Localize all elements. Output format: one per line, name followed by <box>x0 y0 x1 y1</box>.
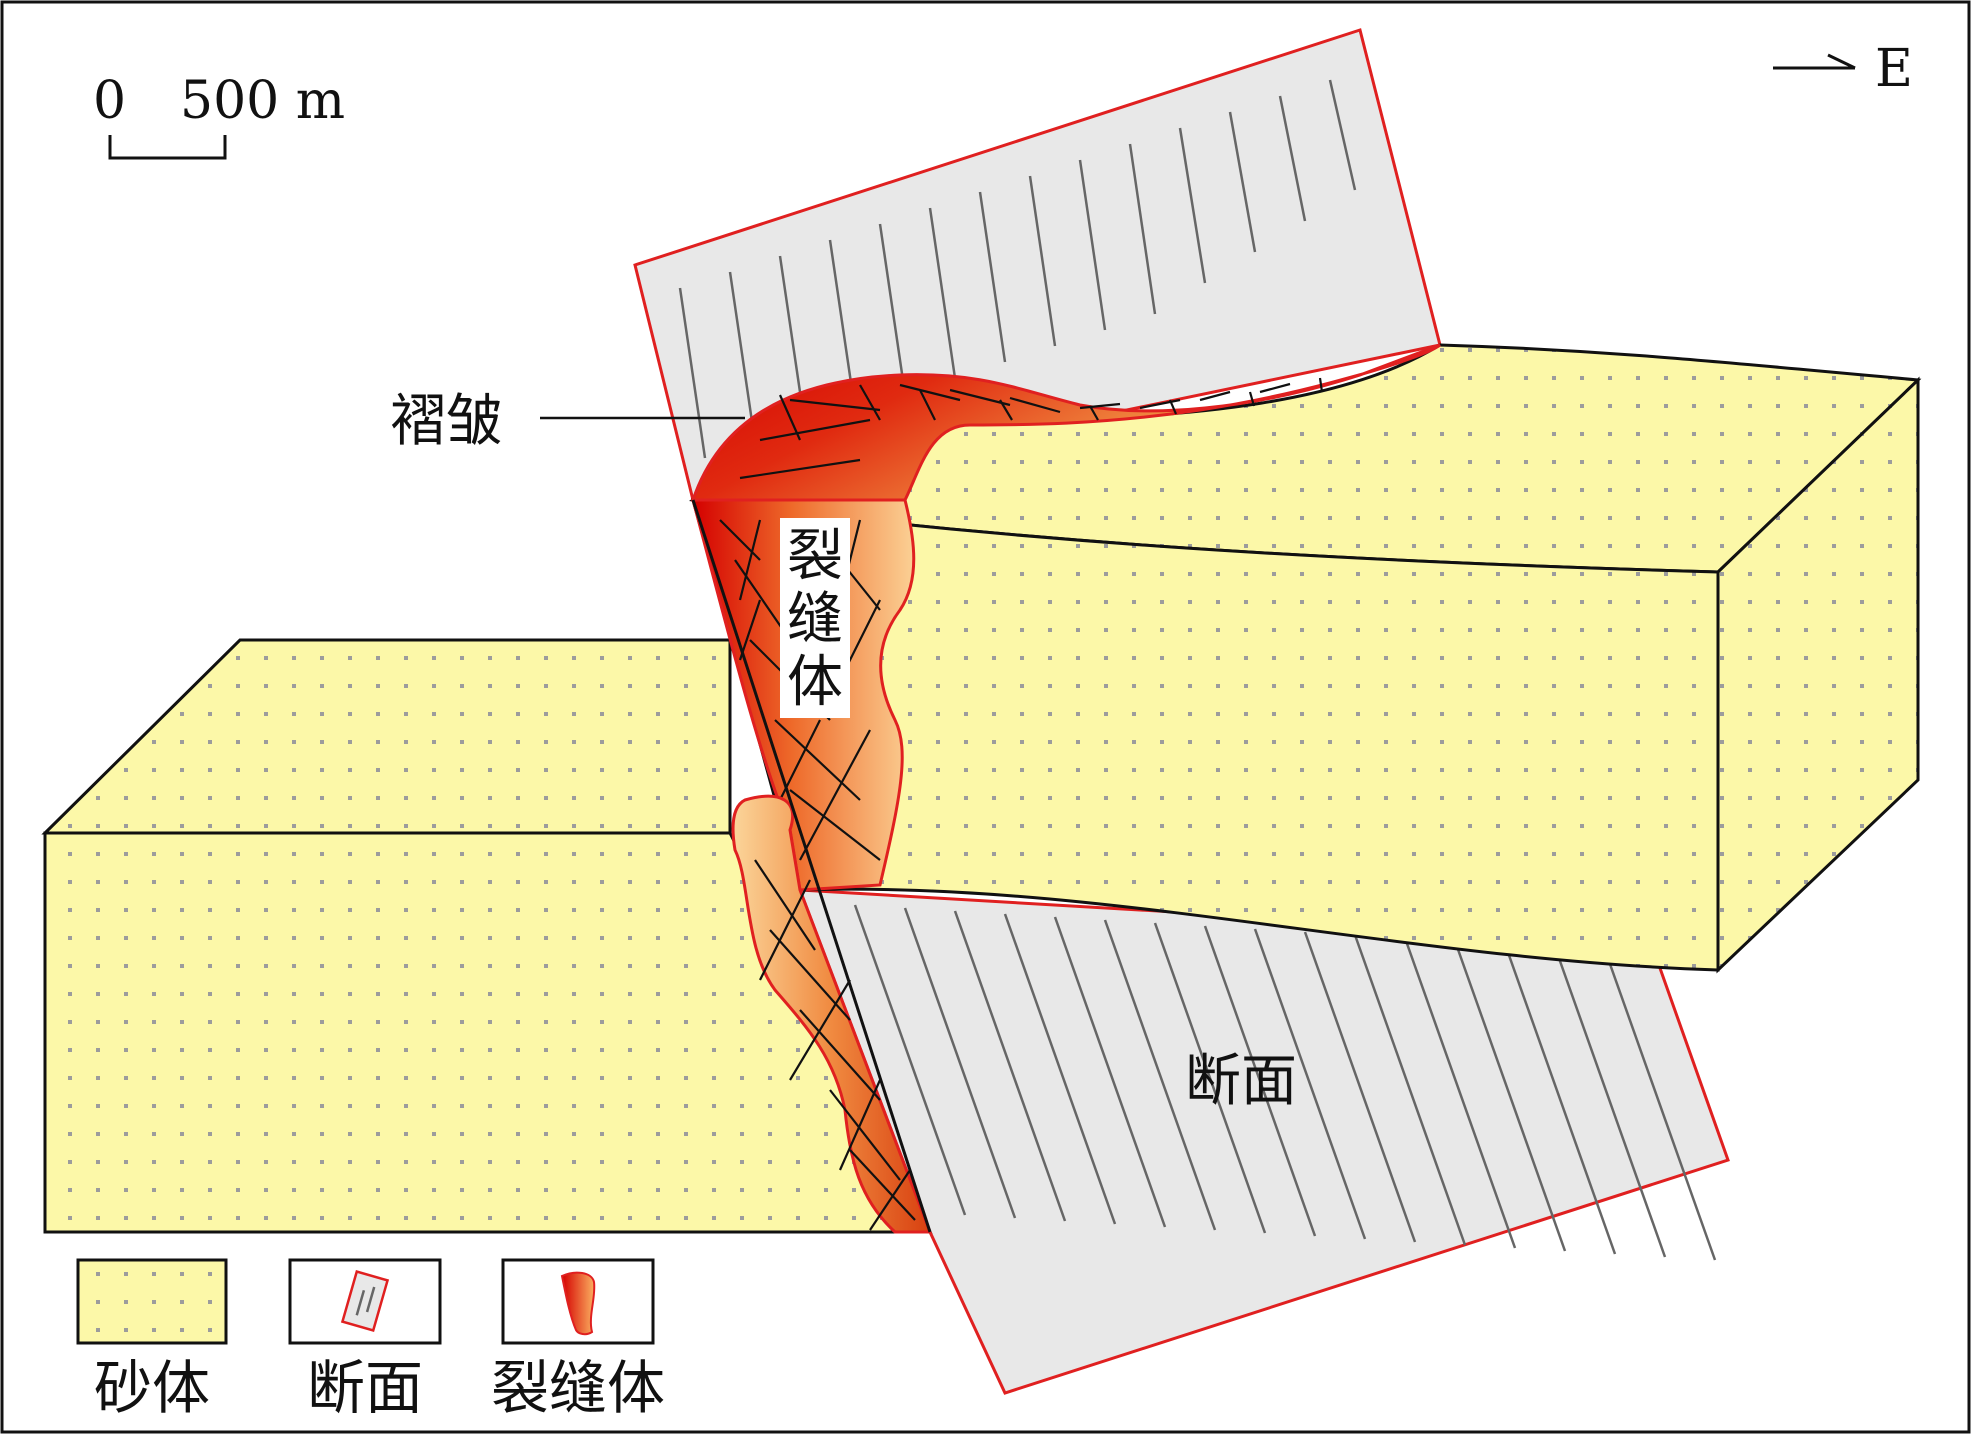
fold-annotation: 褶皱 <box>390 389 745 454</box>
fracture-stroke <box>759 418 871 442</box>
fault-hatch-line <box>978 191 1007 363</box>
legend-fracture-icon <box>560 1271 596 1336</box>
fault-hatch-line <box>1028 175 1057 347</box>
legend-item-fracture: 裂缝体 <box>491 1258 665 1422</box>
fracture-stroke <box>1318 377 1324 393</box>
fracture-stroke <box>859 384 881 421</box>
fracture-stroke <box>1009 396 1061 414</box>
fault-hatch-line <box>953 910 1067 1222</box>
fracture-stroke <box>999 399 1013 421</box>
fracture-stroke <box>739 458 861 480</box>
scale-distance: 500 m <box>180 71 345 131</box>
fracture-label-char-3: 体 <box>787 650 843 715</box>
fracture-stroke <box>1139 398 1181 410</box>
legend-swatch-sand <box>76 1258 228 1345</box>
right-sand-block <box>688 343 1922 974</box>
fault-hatch-line <box>1128 143 1157 315</box>
fault-hatch-line <box>1503 943 1617 1255</box>
fault-hatch-line <box>1278 95 1307 222</box>
fault-hatch-line <box>1403 937 1517 1249</box>
fracture-stroke <box>754 859 816 951</box>
fracture-label-char-2: 缝 <box>787 587 843 652</box>
fracture-stroke <box>849 1149 916 1221</box>
legend-label-fault: 断面 <box>307 1354 423 1422</box>
fault-hatch-line <box>1353 934 1467 1246</box>
fracture-stroke <box>1199 390 1231 402</box>
fracture-stroke <box>919 389 936 421</box>
fracture-stroke <box>1259 382 1291 394</box>
direction-label: E <box>1875 39 1913 99</box>
fault-hatch-line <box>1153 922 1267 1234</box>
left-sand-block <box>41 638 933 1234</box>
fracture-stroke <box>799 729 871 861</box>
fracture-body-annotation: 裂 缝 体 <box>780 518 850 718</box>
legend: 砂体 断面 裂缝体 <box>76 1258 665 1422</box>
fracture-stroke <box>1248 391 1256 407</box>
fault-hatch-line <box>1203 925 1317 1237</box>
fracture-body-footwall-drag <box>731 794 933 1234</box>
fracture-stroke <box>869 1169 911 1231</box>
fault-hatch-line <box>1178 127 1207 284</box>
scale-bar-line <box>108 135 227 160</box>
right-block-side <box>1716 376 1920 974</box>
fault-hatch-line <box>1328 79 1357 191</box>
lower-fault-plane <box>797 888 1730 1395</box>
fault-hatch-line <box>1603 949 1717 1261</box>
fault-hatch-line <box>1003 913 1117 1225</box>
fault-plane-label: 断面 <box>1185 1049 1297 1114</box>
fracture-stroke <box>1089 405 1099 421</box>
fault-hatch-line <box>1453 940 1567 1252</box>
scale-zero: 0 <box>93 71 126 131</box>
fault-hatch-line <box>1303 931 1417 1243</box>
fracture-stroke <box>738 599 762 661</box>
fracture-stroke <box>738 519 762 601</box>
fracture-stroke <box>774 719 861 801</box>
east-arrow-head-icon <box>1827 53 1856 70</box>
scale-bar: 0 500 m <box>93 71 345 160</box>
fracture-stroke <box>789 789 881 861</box>
fracture-stroke <box>829 1089 901 1181</box>
legend-item-sand: 砂体 <box>76 1258 228 1422</box>
legend-label-fracture: 裂缝体 <box>491 1354 665 1422</box>
fault-hatch-line <box>878 223 907 395</box>
fracture-stroke <box>899 383 961 402</box>
fault-hatch-line <box>1228 111 1257 253</box>
fault-hatch-line <box>1253 928 1367 1240</box>
fault-hatch-line <box>1103 919 1217 1231</box>
fracture-stroke <box>799 1009 881 1101</box>
fracture-label-box <box>780 518 850 718</box>
fault-hatch-line <box>1553 946 1667 1258</box>
fault-hatch-line <box>1053 916 1167 1228</box>
fracture-stroke <box>1079 402 1121 410</box>
fracture-stroke <box>778 394 802 441</box>
fault-hatch-line <box>903 907 1017 1219</box>
fracture-body-fold-crest <box>690 343 1441 502</box>
fracture-stroke <box>769 929 851 1021</box>
fault-hatch-line <box>1078 159 1107 331</box>
legend-fault-icon <box>340 1270 390 1332</box>
direction-indicator: E <box>1773 39 1913 99</box>
fault-hatch-line <box>678 287 707 459</box>
fold-label: 褶皱 <box>390 389 502 454</box>
fracture-stroke <box>949 388 1011 407</box>
fracture-stroke <box>789 398 881 412</box>
fault-hatch-line <box>853 904 967 1216</box>
left-block-top <box>41 638 732 835</box>
legend-item-fault: 断面 <box>288 1258 442 1422</box>
fracture-label-char-1: 裂 <box>787 524 843 589</box>
fault-trace <box>691 499 932 1233</box>
fracture-stroke <box>1168 399 1178 415</box>
fracture-stroke <box>838 1079 882 1171</box>
legend-label-sand: 砂体 <box>94 1354 210 1422</box>
fracture-stroke <box>719 519 761 561</box>
fault-hatch-line <box>728 271 757 443</box>
fracture-stroke <box>759 879 811 981</box>
fracture-stroke <box>789 979 851 1081</box>
fault-hatch-line <box>928 207 957 379</box>
